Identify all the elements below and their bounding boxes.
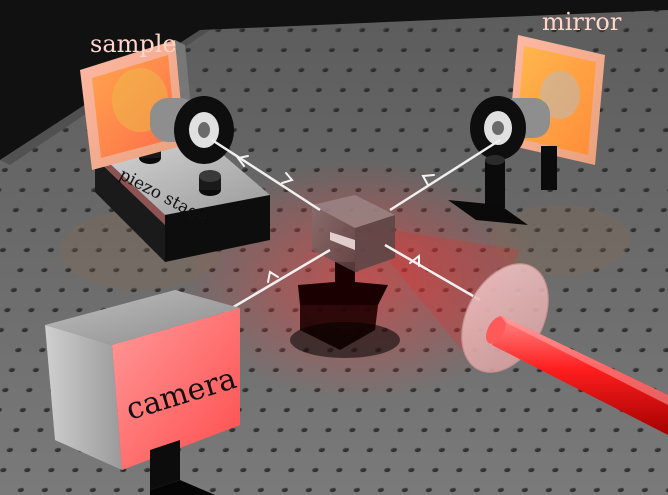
beam-arrows xyxy=(236,155,435,283)
arrow-icon xyxy=(281,172,294,184)
camera: camera xyxy=(45,290,241,495)
beam-input-arm xyxy=(384,243,481,302)
sample-holder: sample xyxy=(80,30,234,170)
laser-beam xyxy=(486,315,668,435)
arrow-icon xyxy=(267,270,279,283)
arrow-icon xyxy=(421,174,435,186)
arrow-icon xyxy=(236,155,249,167)
beam-splitter-stand xyxy=(290,262,400,358)
arrow-icon xyxy=(409,253,420,267)
beam-sample-arm xyxy=(211,138,321,212)
sample-label: sample xyxy=(90,30,177,58)
mirror-holder: mirror xyxy=(448,8,622,225)
beams xyxy=(211,138,501,314)
beam-camera-arm xyxy=(224,248,331,314)
beam-mirror-arm xyxy=(389,138,501,212)
mirror-label: mirror xyxy=(542,8,622,36)
